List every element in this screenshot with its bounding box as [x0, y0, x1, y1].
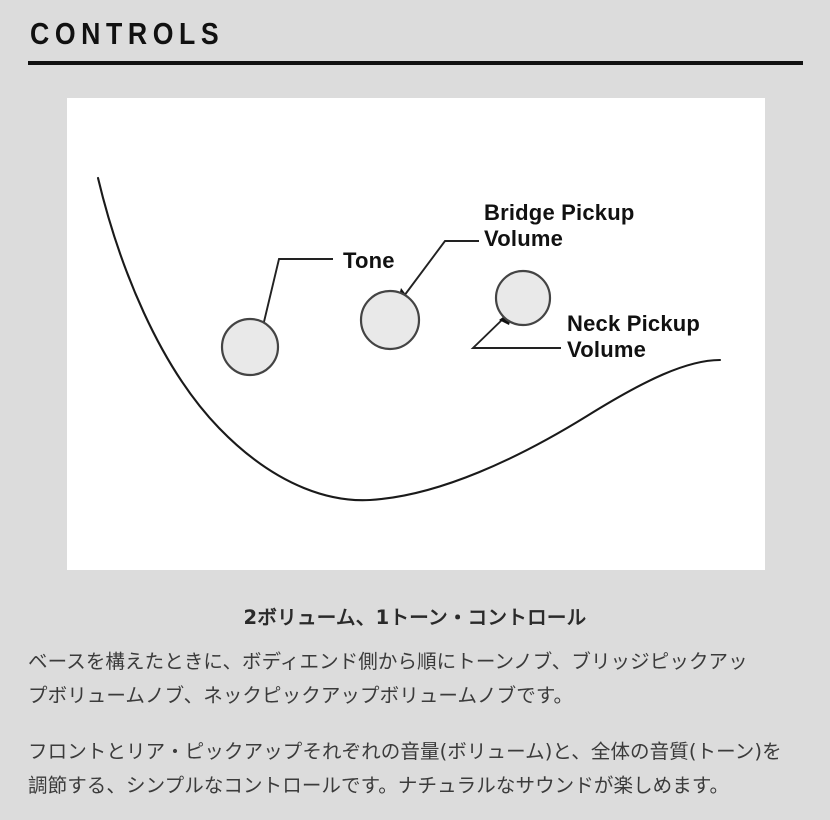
paragraph-1: ベースを構えたときに、ボディエンド側から順にトーンノブ、ブリッジピックアッ プボ… — [28, 645, 806, 713]
bass-body-outline — [96, 176, 722, 502]
paragraph-2-line-1: フロントとリア・ピックアップそれぞれの音量(ボリューム)と、全体の音質(トーン)… — [28, 740, 782, 763]
bridge-pickup-volume-knob[interactable] — [359, 289, 421, 351]
tone-knob[interactable] — [220, 317, 280, 377]
bridge-pickup-volume-label-line1: Bridge Pickup — [484, 200, 635, 225]
neck-pickup-volume-label-line2: Volume — [567, 337, 646, 362]
paragraph-2-line-2: 調節する、シンプルなコントロールです。ナチュラルなサウンドが楽しめます。 — [28, 774, 730, 797]
tone-leader-line — [262, 258, 333, 327]
header-section: CONTROLS — [0, 0, 830, 80]
page-title: CONTROLS — [30, 16, 225, 51]
guitar-controls-diagram: Tone Bridge Pickup Volume Neck Pickup Vo… — [96, 176, 722, 502]
bridge-pickup-volume-callout: Bridge Pickup Volume — [359, 200, 635, 351]
neck-pickup-volume-callout: Neck Pickup Volume — [470, 269, 700, 362]
paragraph-2: フロントとリア・ピックアップそれぞれの音量(ボリューム)と、全体の音質(トーン)… — [28, 735, 806, 803]
controls-diagram-panel: Tone Bridge Pickup Volume Neck Pickup Vo… — [67, 98, 765, 570]
paragraph-1-line-2: プボリュームノブ、ネックピックアップボリュームノブです。 — [28, 684, 574, 707]
diagram-caption: 2ボリューム、1トーン・コントロール — [243, 606, 587, 629]
paragraph-1-line-1: ベースを構えたときに、ボディエンド側から順にトーンノブ、ブリッジピックアッ — [28, 650, 748, 673]
body-copy: ベースを構えたときに、ボディエンド側から順にトーンノブ、ブリッジピックアッ プボ… — [28, 645, 806, 803]
title-underline-rule — [28, 61, 803, 65]
neck-leader-line — [470, 316, 561, 349]
tone-callout: Tone — [220, 248, 395, 377]
neck-pickup-volume-knob[interactable] — [494, 269, 552, 327]
bridge-pickup-volume-label-line2: Volume — [484, 226, 563, 251]
bridge-leader-line — [403, 240, 479, 297]
neck-pickup-volume-label-line1: Neck Pickup — [567, 311, 700, 336]
tone-knob-label: Tone — [343, 248, 395, 273]
